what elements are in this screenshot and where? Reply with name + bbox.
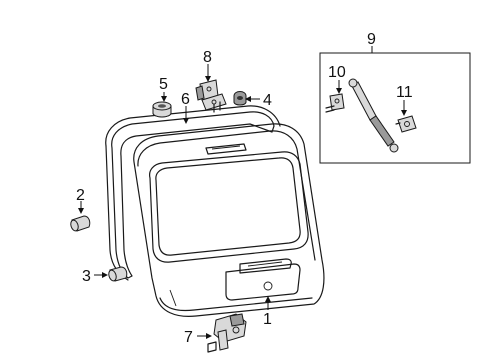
callout-3: 3 [82,268,91,285]
latch-lock [207,313,247,353]
back-door-panel [133,123,325,317]
callout-11: 11 [396,84,413,101]
support-strut-kit-box [319,52,471,164]
callout-5: 5 [159,76,168,93]
callout-8: 8 [203,49,212,66]
stopper [233,91,247,106]
bumper-stop [108,266,128,282]
strut-bracket [395,115,417,133]
lift-support-strut [348,78,399,153]
callout-10: 10 [328,64,346,81]
callout-2: 2 [76,187,85,204]
door-cushion [70,215,91,232]
callout-4: 4 [263,92,272,109]
leader-lines [78,46,407,339]
callout-9: 9 [367,31,376,48]
callout-6: 6 [181,91,190,108]
hinge [195,79,227,113]
ball-stud-bracket [325,93,345,113]
callout-7: 7 [184,329,193,346]
callout-1: 1 [263,311,272,328]
bumper-cushion [152,101,172,118]
